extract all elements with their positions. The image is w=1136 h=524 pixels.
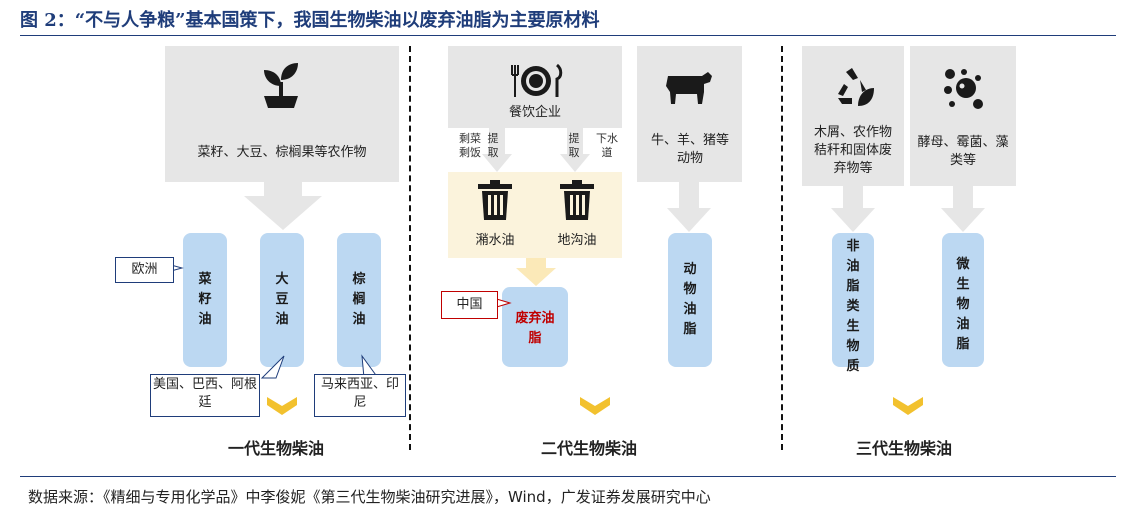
region-callout-europe: 欧洲 bbox=[115, 257, 174, 283]
gen2-chevron-icon bbox=[580, 397, 610, 415]
trash-label-swill: 潲水油 bbox=[475, 233, 515, 248]
biomass-oil-label: 非油脂类生物质 bbox=[846, 239, 860, 374]
extract-arrow-right bbox=[560, 128, 590, 172]
oil-pill-soybean bbox=[260, 233, 304, 367]
animal-source-label: 牛、羊、猪等动物 bbox=[650, 133, 729, 166]
title-rule bbox=[20, 35, 1116, 36]
animal-oil-label: 动物油脂 bbox=[683, 262, 697, 337]
microbe-source-label: 酵母、霉菌、藻类等 bbox=[917, 135, 1009, 168]
region-callout-americas: 美国、巴西、阿根廷 bbox=[150, 374, 260, 417]
trash-icon-swill bbox=[478, 180, 512, 220]
restaurant-label: 餐饮企业 bbox=[508, 105, 561, 120]
oil-label-rapeseed: 菜籽油 bbox=[198, 272, 212, 327]
plant-icon bbox=[264, 63, 298, 108]
figure-title: 图 2：“不与人争粮”基本国策下，我国生物柴油以废弃油脂为主要原材料 bbox=[20, 10, 600, 31]
trash-label-gutter: 地沟油 bbox=[557, 233, 597, 248]
source-note: 数据来源：《精细与专用化学品》中李俊妮《第三代生物柴油研究进展》，Wind，广发… bbox=[28, 488, 711, 506]
extract-note-right: 提取 bbox=[568, 132, 580, 159]
animal-down-arrow bbox=[667, 182, 711, 232]
extract-note-left: 提取 bbox=[487, 132, 499, 159]
oil-pill-palm bbox=[337, 233, 381, 367]
biomass-source-label: 木屑、农作物秸秆和固体废弃物等 bbox=[813, 125, 892, 176]
extract-note-leftovers: 剩菜剩饭 bbox=[459, 132, 481, 159]
callout-pointer-americas bbox=[260, 355, 285, 379]
trash-icon-gutter bbox=[560, 180, 594, 220]
extract-arrow-left bbox=[482, 128, 512, 172]
divider-1 bbox=[409, 46, 411, 450]
animal-oil-pill bbox=[668, 233, 712, 367]
biomass-source-box bbox=[802, 46, 904, 186]
oil-label-soybean: 大豆油 bbox=[275, 272, 289, 327]
region-callout-china: 中国 bbox=[441, 291, 498, 319]
divider-2 bbox=[781, 46, 783, 450]
biomass-oil-pill bbox=[832, 233, 874, 367]
microbe-icon bbox=[944, 69, 983, 109]
gen1-feedstock-box bbox=[165, 46, 399, 182]
region-callout-sea: 马来西亚、印尼 bbox=[314, 374, 406, 417]
biomass-down-arrow bbox=[831, 186, 875, 232]
oil-pill-rapeseed bbox=[183, 233, 227, 367]
source-rule bbox=[20, 476, 1116, 477]
gen3-chevron-icon bbox=[893, 397, 923, 415]
microbe-oil-label: 微生物油脂 bbox=[956, 257, 970, 352]
gen3-label: 三代生物柴油 bbox=[856, 439, 953, 458]
gen1-down-arrow bbox=[244, 182, 322, 230]
dining-icon bbox=[511, 63, 563, 97]
waste-oil-pill bbox=[502, 287, 568, 367]
extract-note-sewer: 下水道 bbox=[596, 132, 618, 159]
gen1-feedstock-label: 菜籽、大豆、棕榈果等农作物 bbox=[197, 145, 367, 160]
recycle-icon bbox=[838, 68, 874, 106]
gen2-label: 二代生物柴油 bbox=[541, 439, 638, 458]
waste-oil-label: 废弃油脂 bbox=[515, 311, 555, 346]
cow-icon bbox=[666, 72, 712, 104]
gen1-label: 一代生物柴油 bbox=[228, 439, 325, 458]
microbe-down-arrow bbox=[941, 186, 985, 232]
waste-down-arrow bbox=[516, 258, 556, 286]
animal-source-box bbox=[637, 46, 742, 182]
oil-label-palm: 棕榈油 bbox=[352, 272, 366, 327]
gen1-chevron-icon bbox=[267, 397, 297, 415]
microbe-oil-pill bbox=[942, 233, 984, 367]
